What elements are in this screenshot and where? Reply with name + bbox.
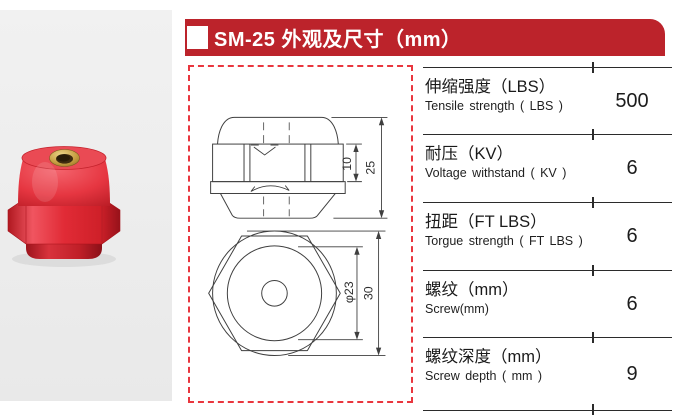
spec-value: 6 <box>626 292 638 315</box>
dimension-drawing-box: 10 25 φ23 30 <box>188 65 413 403</box>
spec-row-tensile-strength: 伸缩强度（LBS） Tensile strength ( LBS ) 500 <box>423 68 672 135</box>
dimension-lines <box>246 116 388 356</box>
spec-label-en: Voltage withstand ( KV ) <box>425 165 567 180</box>
spec-label-zh: 伸缩强度（LBS） <box>425 78 556 96</box>
threaded-hole-inner <box>57 154 70 162</box>
dim-front-band-height: 10 <box>340 157 354 171</box>
spec-label-en: Screw depth ( mm ) <box>425 368 543 383</box>
insulator-dome <box>18 159 110 206</box>
insulator-photo-illustration <box>0 10 172 401</box>
spec-table: 伸缩强度（LBS） Tensile strength ( LBS ) 500 耐… <box>423 62 672 415</box>
banner-notch-decoration <box>187 26 208 49</box>
spec-label-en: Torgue strength ( FT LBS ) <box>425 233 583 248</box>
technical-drawing: 10 25 φ23 30 <box>208 116 388 357</box>
page-title: SM-25 外观及尺寸（mm） <box>214 29 462 51</box>
column-divider-tick <box>592 129 594 140</box>
spec-value: 500 <box>615 89 649 112</box>
column-divider-tick <box>592 265 594 276</box>
spec-label-zh: 扭距（FT LBS） <box>425 213 547 231</box>
spec-value: 9 <box>626 362 638 385</box>
spec-label-zh: 螺纹（mm） <box>425 281 519 299</box>
dome-highlight <box>32 162 58 202</box>
spec-row-voltage-withstand: 耐压（KV） Voltage withstand ( KV ) 6 <box>423 135 672 203</box>
top-view <box>208 230 341 357</box>
dimension-arrowheads <box>353 117 385 356</box>
dim-top-outer-diameter: 30 <box>362 286 376 300</box>
front-view <box>210 116 346 219</box>
spec-value: 6 <box>626 225 638 247</box>
spec-value: 6 <box>626 157 638 179</box>
product-photo <box>0 10 172 401</box>
dimension-labels: 10 25 φ23 30 <box>340 157 378 303</box>
spec-label-zh: 耐压（KV） <box>425 145 514 163</box>
spec-label-en: Tensile strength ( LBS ) <box>425 98 563 113</box>
column-divider-tick <box>592 404 594 415</box>
spec-row-screw-size: 螺纹（mm） Screw(mm) 6 <box>423 271 672 338</box>
spec-row-torque-strength: 扭距（FT LBS） Torgue strength ( FT LBS ) 6 <box>423 203 672 271</box>
dim-top-inner-diameter: φ23 <box>342 281 356 303</box>
column-divider-tick <box>592 197 594 208</box>
column-divider-tick <box>592 332 594 343</box>
dim-front-total-height: 25 <box>364 161 378 175</box>
column-divider-tick <box>592 62 594 73</box>
spec-label-zh: 螺纹深度（mm） <box>425 348 552 366</box>
spec-label-en: Screw(mm) <box>425 301 489 316</box>
spec-row-screw-depth: 螺纹深度（mm） Screw depth ( mm ) 9 <box>423 338 672 411</box>
header-banner: SM-25 外观及尺寸（mm） <box>185 19 665 56</box>
